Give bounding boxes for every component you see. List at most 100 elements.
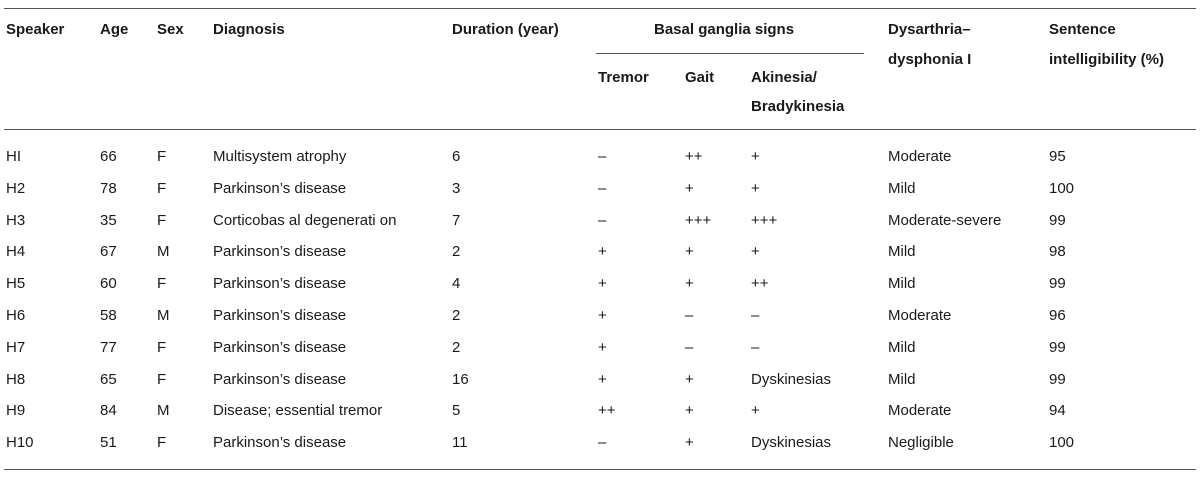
cell-akinesia: Dyskinesias [751,370,832,388]
cell-age: 58 [100,307,117,324]
cell-akinesia: + [751,402,760,420]
cell-dysarthria: Moderate [888,148,952,165]
cell-age: 77 [100,338,117,356]
cell-duration: 7 [452,211,461,229]
header-tremor: Tremor [598,69,649,86]
cell-sex: M [157,402,170,420]
cell-intelligibility: 99 [1049,211,1066,229]
cell-sex: F [157,179,167,197]
header-age: Age [100,21,129,38]
cell-intelligibility: 99 [1049,338,1066,356]
cell-sex: F [157,370,167,388]
cell-speaker: H7 [6,338,26,356]
header-duration: Duration (year) [452,21,559,38]
cell-diagnosis: Disease; essential tremor [213,402,383,420]
cell-intelligibility: 99 [1049,370,1066,388]
cell-duration: 11 [452,434,468,452]
table-top-rule [4,8,1196,9]
cell-speaker: H3 [6,211,26,229]
cell-intelligibility: 95 [1049,148,1066,165]
cell-age: 60 [100,275,117,293]
cell-duration: 2 [452,307,461,324]
cell-dysarthria: Mild [888,179,916,197]
cell-intelligibility: 99 [1049,275,1066,293]
cell-speaker: H5 [6,275,26,293]
cell-gait: + [685,179,694,197]
cell-diagnosis: Multisystem atrophy [213,148,347,165]
cell-tremor: – [598,148,607,165]
cell-gait: +++ [685,211,712,229]
table-bottom-rule [4,469,1196,470]
cell-dysarthria: Moderate-severe [888,211,1002,229]
header-diagnosis: Diagnosis [213,21,285,38]
cell-sex: M [157,307,170,324]
cell-age: 84 [100,402,117,420]
header-dysarthria-line1: Dysarthria– [888,21,971,38]
cell-dysarthria: Moderate [888,402,952,420]
header-akinesia-line1: Akinesia/ [751,69,817,86]
header-sex: Sex [157,21,184,38]
cell-age: 66 [100,148,117,165]
cell-gait: + [685,434,694,452]
cell-age: 35 [100,211,117,229]
cell-akinesia: + [751,243,760,261]
header-intelligibility-line1: Sentence [1049,21,1116,38]
cell-gait: + [685,370,694,388]
cell-diagnosis: Parkinson’s disease [213,275,347,293]
cell-intelligibility: 100 [1049,179,1075,197]
cell-intelligibility: 100 [1049,434,1075,452]
cell-gait: – [685,307,694,324]
cell-sex: F [157,211,167,229]
cell-age: 51 [100,434,117,452]
cell-akinesia: – [751,338,760,356]
cell-akinesia: + [751,148,760,165]
basal-ganglia-group-rule [596,53,864,54]
table-header-rule [4,129,1196,130]
cell-dysarthria: Mild [888,338,916,356]
cell-tremor: – [598,211,607,229]
cell-age: 67 [100,243,117,261]
cell-gait: + [685,275,694,293]
cell-diagnosis: Parkinson’s disease [213,370,347,388]
cell-tremor: – [598,179,607,197]
cell-intelligibility: 96 [1049,307,1066,324]
cell-sex: M [157,243,170,261]
cell-duration: 6 [452,148,461,165]
cell-duration: 2 [452,243,461,261]
cell-gait: – [685,338,694,356]
cell-diagnosis: Parkinson’s disease [213,434,347,452]
cell-tremor: + [598,370,607,388]
cell-akinesia: + [751,179,760,197]
cell-gait: + [685,402,694,420]
cell-tremor: + [598,307,607,324]
cell-duration: 4 [452,275,461,293]
cell-dysarthria: Moderate [888,307,952,324]
cell-dysarthria: Negligible [888,434,954,452]
cell-duration: 3 [452,179,461,197]
cell-akinesia: ++ [751,275,769,293]
cell-gait: + [685,243,694,261]
cell-diagnosis: Parkinson’s disease [213,307,347,324]
cell-age: 65 [100,370,117,388]
header-akinesia-line2: Bradykinesia [751,98,845,115]
cell-duration: 5 [452,402,461,420]
cell-gait: ++ [685,148,703,165]
cell-speaker: H10 [6,434,34,452]
cell-diagnosis: Parkinson’s disease [213,243,347,261]
cell-sex: F [157,434,167,452]
cell-intelligibility: 98 [1049,243,1066,261]
header-intelligibility-line2: intelligibility (%) [1049,51,1164,68]
cell-speaker: HI [6,148,21,165]
cell-duration: 2 [452,338,461,356]
cell-dysarthria: Mild [888,275,916,293]
cell-akinesia: Dyskinesias [751,434,832,452]
